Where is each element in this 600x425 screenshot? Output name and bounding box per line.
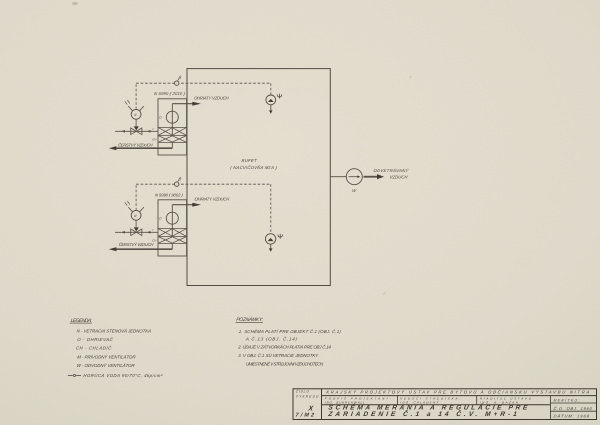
svg-text:N - VETRACIA STENOVÁ JEDNOTKA: N - VETRACIA STENOVÁ JEDNOTKA [76, 328, 151, 333]
svg-text:ING. CHLADENÝ: ING. CHLADENÝ [400, 400, 440, 404]
svg-text:ZARIADENIE Č.1 a 14 Č.V. M+R-1: ZARIADENIE Č.1 a 14 Č.V. M+R-1 [327, 409, 518, 418]
svg-text:CH: CH [152, 138, 158, 142]
svg-text:BUFET: BUFET [241, 158, 257, 163]
svg-text:N 5990 ( 2010 ): N 5990 ( 2010 ) [154, 91, 186, 96]
svg-text:Č.D. OBJ. 1960: Č.D. OBJ. 1960 [553, 406, 593, 411]
svg-text:CH - CHLADIČ: CH - CHLADIČ [76, 345, 113, 350]
svg-text:ODVETRÁVANÝ: ODVETRÁVANÝ [373, 168, 410, 173]
svg-text:O: O [159, 216, 163, 220]
svg-text:( NACVIČOVŇA MĽA ): ( NACVIČOVŇA MĽA ) [230, 165, 278, 170]
svg-text:LEGENDA:: LEGENDA: [70, 318, 93, 324]
svg-text:θ: θ [178, 75, 182, 80]
svg-text:OHRIATY VZDUCH: OHRIATY VZDUCH [194, 197, 230, 202]
svg-text:N: N [134, 214, 138, 218]
svg-text:ČERSTVÝ VZDUCH: ČERSTVÝ VZDUCH [118, 142, 154, 147]
svg-text:MERÍTKO:: MERÍTKO: [553, 398, 580, 402]
svg-text:θ: θ [178, 176, 182, 181]
svg-text:7/M2: 7/M2 [295, 412, 314, 418]
svg-text:X: X [307, 406, 315, 413]
svg-text:M - PRÍVODNÝ VENTILÁTOR: M - PRÍVODNÝ VENTILÁTOR [77, 354, 136, 359]
svg-text:RIADITEĽ ÚSTAVU: RIADITEĽ ÚSTAVU [480, 395, 533, 400]
svg-text:t: t [152, 228, 154, 232]
svg-text:W - ODVODNÝ VENTILÁTOR: W - ODVODNÝ VENTILÁTOR [76, 363, 134, 368]
svg-text:2. ÚDAJE V ZÁTVORKÁCH PLATIA P: 2. ÚDAJE V ZÁTVORKÁCH PLATIA PRE OBJ Č.1… [237, 344, 332, 349]
svg-text:A Č.13 (OBJ. Č.14): A Č.13 (OBJ. Č.14) [245, 336, 298, 341]
svg-text:N 5990 ( 9002 ): N 5990 ( 9002 ) [155, 192, 184, 197]
svg-text:ING. A. BAŽAN: ING. A. BAŽAN [480, 399, 520, 404]
svg-text:HORÚCA VODA 90/70°C, 4kp/cm²: HORÚCA VODA 90/70°C, 4kp/cm² [83, 373, 163, 378]
svg-text:UMIESTNENÉ V STROJOVNI VZDUCHO: UMIESTNENÉ V STROJOVNI VZDUCHOTECH. [246, 361, 325, 366]
svg-text:t: t [152, 127, 154, 131]
svg-text:W: W [352, 188, 358, 193]
svg-text:POZNÁMKY:: POZNÁMKY: [236, 316, 264, 323]
svg-text:O: O [159, 115, 163, 119]
svg-text:ČERSTVÝ VZDUCH: ČERSTVÝ VZDUCH [118, 242, 154, 247]
svg-text:ING. BUKREHWALL: ING. BUKREHWALL [325, 400, 366, 404]
svg-text:O - OHRIEVAČ: O - OHRIEVAČ [77, 337, 114, 342]
svg-text:VEDÚCI STREDISKA:: VEDÚCI STREDISKA: [400, 395, 461, 400]
svg-text:CH: CH [152, 239, 158, 243]
svg-text:ČÍSLO: ČÍSLO [296, 389, 310, 394]
svg-text:3. V OBJ. Č.1 SÚ VETRACIE JEDN: 3. V OBJ. Č.1 SÚ VETRACIE JEDNOTKY [238, 353, 320, 358]
svg-text:VÝKRESU: VÝKRESU [296, 395, 320, 399]
svg-text:OHRIATY VZDUCH: OHRIATY VZDUCH [194, 95, 230, 100]
svg-text:N: N [134, 113, 138, 117]
svg-text:VZDUCH: VZDUCH [389, 175, 408, 180]
svg-text:DÁTUM: 1968: DÁTUM: 1968 [553, 414, 590, 419]
svg-text:1. SCHÉMA PLATÍ PRE OBJEKT Č.1: 1. SCHÉMA PLATÍ PRE OBJEKT Č.1 (OBJ. Č.1… [239, 329, 342, 334]
